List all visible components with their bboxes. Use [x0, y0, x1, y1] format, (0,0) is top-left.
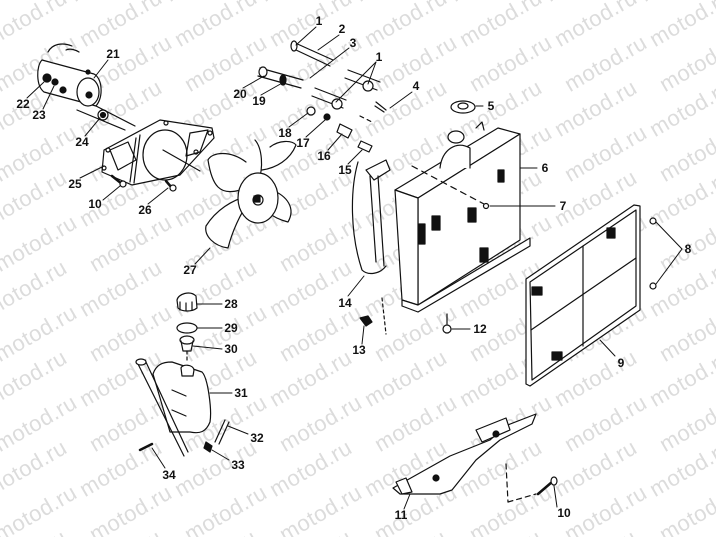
callout-number: 22	[16, 97, 30, 111]
radiator-drawing	[394, 121, 531, 313]
bolts-drawing	[110, 174, 177, 192]
callout-number: 23	[32, 108, 46, 122]
callout-number: 6	[541, 161, 549, 175]
fan-blade-drawing	[205, 139, 297, 249]
callout-number: 32	[250, 431, 264, 445]
callout-number: 10	[557, 506, 571, 520]
overflow-bottle-drawing	[135, 292, 230, 457]
callout-number: 29	[224, 321, 238, 335]
callout-number: 10	[88, 197, 102, 211]
callout-number: 16	[317, 149, 331, 163]
callout-number: 26	[138, 203, 152, 217]
callout-number: 28	[224, 297, 238, 311]
callout-number: 11	[394, 508, 408, 522]
callout-number: 8	[684, 242, 692, 256]
callout-number: 24	[75, 135, 89, 149]
callout-number: 7	[559, 199, 567, 213]
callout-number: 31	[234, 386, 248, 400]
callout-number: 5	[487, 99, 495, 113]
callout-number: 4	[412, 79, 420, 93]
callout-number: 15	[338, 163, 352, 177]
mounting-bracket-drawing	[392, 413, 558, 503]
callout-number: 30	[224, 342, 238, 356]
callout-number: 20	[233, 87, 247, 101]
callout-number: 33	[231, 458, 245, 472]
callout-number: 18	[278, 126, 292, 140]
callout-number: 1	[375, 50, 383, 64]
fittings-drawing	[306, 106, 373, 153]
callout-number: 21	[106, 47, 120, 61]
callout-number: 17	[296, 136, 310, 150]
callout-number: 2	[338, 22, 346, 36]
callout-number: 9	[617, 356, 625, 370]
fan-motor-drawing	[37, 43, 136, 131]
callout-number: 12	[473, 322, 487, 336]
callout-number: 25	[68, 177, 82, 191]
radiator-screen-drawing	[525, 204, 657, 387]
radiator-cap-drawing	[450, 100, 476, 114]
callout-number: 34	[162, 468, 176, 482]
hoses-drawing	[257, 40, 387, 123]
radiator-shroud-drawing	[351, 159, 391, 275]
callout-number: 13	[352, 343, 366, 357]
callout-number: 14	[338, 296, 352, 310]
callout-number: 3	[349, 36, 357, 50]
callout-number: 19	[252, 94, 266, 108]
grommet-clip-drawing	[359, 297, 452, 335]
callout-number: 27	[183, 263, 197, 277]
leader-lines	[26, 26, 683, 510]
fan-plate-drawing	[101, 119, 215, 186]
callout-number: 1	[315, 14, 323, 28]
